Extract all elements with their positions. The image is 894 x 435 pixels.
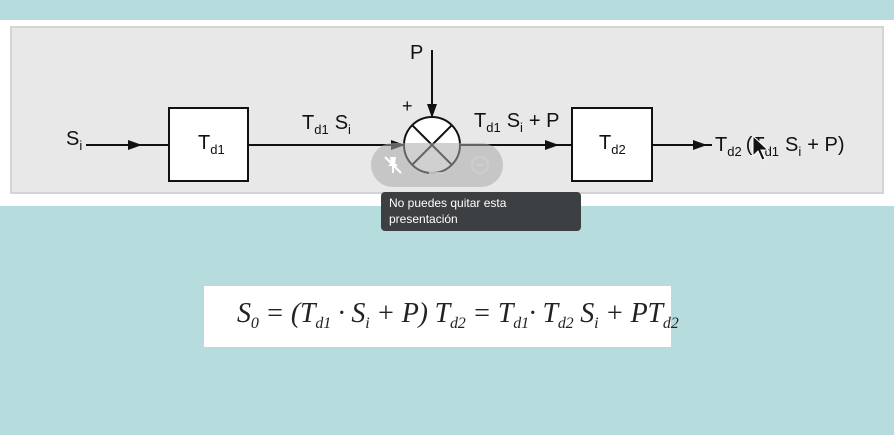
mouse-cursor-icon <box>752 134 770 161</box>
edit-icon[interactable] <box>425 153 449 177</box>
input-label: Si <box>66 128 82 153</box>
disturbance-label: P <box>410 42 423 64</box>
remove-icon[interactable] <box>468 153 492 177</box>
formula: S0 = (Td1 · Si + P) Td2 = Td1· Td2 Si + … <box>237 298 679 332</box>
block-td1-label: Td1 <box>198 132 225 157</box>
tooltip: No puedes quitar esta presentación <box>381 192 581 231</box>
summing-plus-sign: + <box>402 96 413 116</box>
block-td2-label: Td2 <box>599 132 626 157</box>
block-td1 <box>168 107 249 182</box>
presentation-toolbar <box>371 143 503 187</box>
unpin-icon[interactable] <box>381 153 405 177</box>
formula-box: S0 = (Td1 · Si + P) Td2 = Td1· Td2 Si + … <box>204 286 679 347</box>
